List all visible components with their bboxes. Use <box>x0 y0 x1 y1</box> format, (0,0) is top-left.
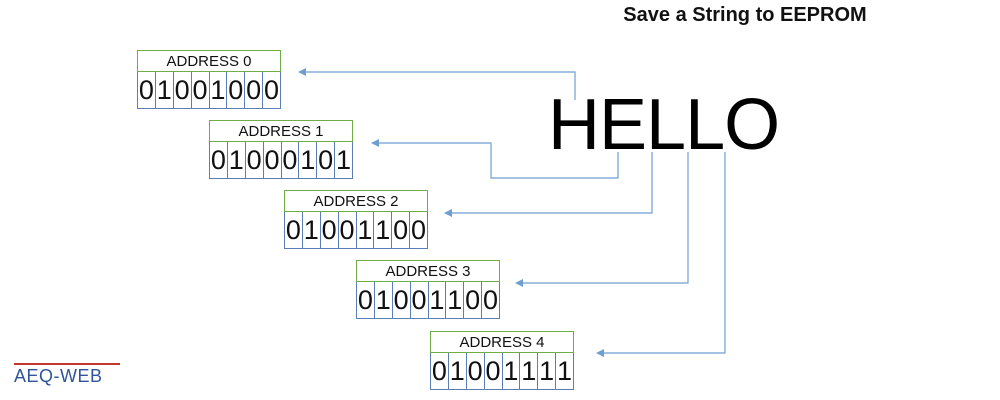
bit: 1 <box>208 72 227 108</box>
address-label: ADDRESS 2 <box>284 190 428 212</box>
byte-bits: 0 1 0 0 1 1 0 0 <box>356 282 500 319</box>
byte-bits: 0 1 0 0 0 1 0 1 <box>209 142 353 179</box>
bit: 1 <box>537 353 555 389</box>
bit: 1 <box>373 282 392 318</box>
address-label: ADDRESS 3 <box>356 260 500 282</box>
arrow-o-to-address-4 <box>596 152 726 357</box>
bit: 0 <box>465 353 484 389</box>
memory-cell-4: ADDRESS 4 0 1 0 0 1 1 1 1 <box>430 331 574 390</box>
bit: 0 <box>172 72 191 108</box>
hello-string: HELLO <box>548 85 780 165</box>
address-label: ADDRESS 1 <box>209 120 353 142</box>
bit: 1 <box>226 142 245 178</box>
bit: 1 <box>301 212 320 248</box>
arrow-l-to-address-3 <box>515 152 689 287</box>
aeq-web-logo: AEQ-WEB <box>14 366 103 386</box>
bit: 0 <box>483 353 502 389</box>
bit: 1 <box>373 212 391 248</box>
bit: 0 <box>190 72 209 108</box>
bit: 0 <box>262 142 281 178</box>
bit: 0 <box>431 356 447 386</box>
bit: 0 <box>337 212 356 248</box>
bit: 1 <box>555 353 573 389</box>
bit: 1 <box>445 282 463 318</box>
bit: 0 <box>280 142 299 178</box>
bit: 0 <box>210 145 226 175</box>
bit: 0 <box>226 72 244 108</box>
byte-bits: 0 1 0 0 1 1 1 1 <box>430 353 574 390</box>
bit: 0 <box>357 285 373 315</box>
bit: 1 <box>334 142 352 178</box>
bit: 0 <box>244 72 262 108</box>
arrow-e-to-address-1 <box>371 139 619 179</box>
bit: 0 <box>391 282 410 318</box>
memory-cell-2: ADDRESS 2 0 1 0 0 1 1 0 0 <box>284 190 428 249</box>
bit: 0 <box>262 72 280 108</box>
memory-cell-1: ADDRESS 1 0 1 0 0 0 1 0 1 <box>209 120 353 179</box>
memory-cell-0: ADDRESS 0 0 1 0 0 1 0 0 0 <box>137 50 281 109</box>
bit: 0 <box>463 282 481 318</box>
bit: 1 <box>519 353 537 389</box>
bit: 0 <box>409 212 427 248</box>
arrow-h-to-address-0 <box>298 68 576 100</box>
byte-bits: 0 1 0 0 1 1 0 0 <box>284 212 428 249</box>
diagram-title: Save a String to EEPROM <box>623 4 867 26</box>
bit: 0 <box>138 75 154 105</box>
bit: 1 <box>447 353 466 389</box>
logo-accent-bar <box>14 363 120 365</box>
bit: 1 <box>154 72 173 108</box>
memory-cell-3: ADDRESS 3 0 1 0 0 1 1 0 0 <box>356 260 500 319</box>
bit: 0 <box>319 212 338 248</box>
bit: 0 <box>481 282 499 318</box>
byte-bits: 0 1 0 0 1 0 0 0 <box>137 72 281 109</box>
address-label: ADDRESS 4 <box>430 331 574 353</box>
bit: 0 <box>244 142 263 178</box>
address-label: ADDRESS 0 <box>137 50 281 72</box>
bit: 1 <box>501 353 520 389</box>
bit: 0 <box>409 282 428 318</box>
bit: 1 <box>427 282 446 318</box>
bit: 1 <box>355 212 374 248</box>
bit: 0 <box>316 142 334 178</box>
arrow-l-to-address-2 <box>444 152 653 217</box>
bit: 0 <box>285 215 301 245</box>
bit: 0 <box>391 212 409 248</box>
bit: 1 <box>298 142 316 178</box>
